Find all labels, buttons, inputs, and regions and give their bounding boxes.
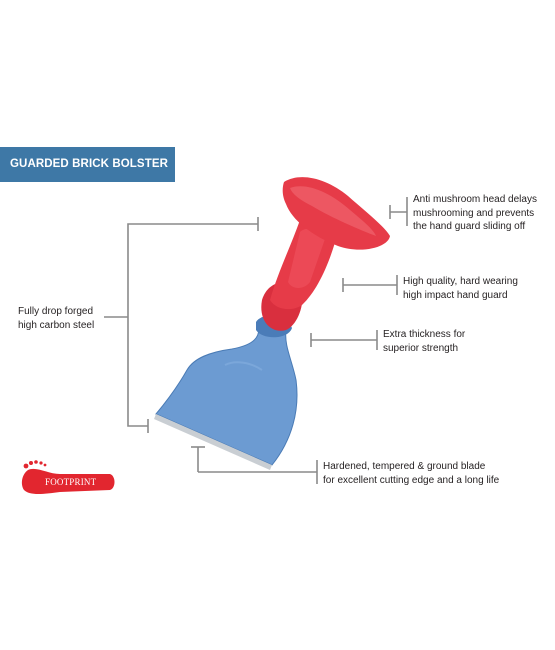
hand-guard (261, 177, 390, 331)
page-title: GUARDED BRICK BOLSTER (0, 147, 175, 182)
blade (154, 324, 298, 470)
callout-line: high carbon steel (18, 319, 95, 331)
callout-steel: Fully drop forged high carbon steel (18, 305, 94, 332)
callout-line: Fully drop forged (18, 306, 94, 317)
footprint-logo-text: FOOTPRINT (45, 477, 97, 487)
callout-anti-mushroom: Anti mushroom head delays mushrooming an… (413, 193, 537, 234)
callout-thickness: Extra thickness for superior strength (383, 328, 465, 355)
blade-ground-edge (154, 414, 272, 470)
leader-steel-bracket (127, 223, 258, 427)
callout-line: Extra thickness for (383, 329, 466, 340)
callout-line: mushrooming and prevents (413, 207, 535, 219)
callout-line: high impact hand guard (403, 289, 508, 301)
callout-line: Anti mushroom head delays (413, 194, 537, 205)
leader-lines (104, 197, 408, 484)
callout-hand-guard: High quality, hard wearing high impact h… (403, 275, 518, 302)
callout-line: the hand guard sliding off (413, 221, 526, 232)
footprint-logo (21, 460, 115, 494)
callout-line: High quality, hard wearing (403, 276, 518, 287)
callout-line: Hardened, tempered & ground blade (323, 461, 486, 472)
callout-line: superior strength (383, 342, 459, 354)
callout-blade: Hardened, tempered & ground blade for ex… (323, 460, 499, 487)
callout-line: for excellent cutting edge and a long li… (323, 474, 500, 486)
